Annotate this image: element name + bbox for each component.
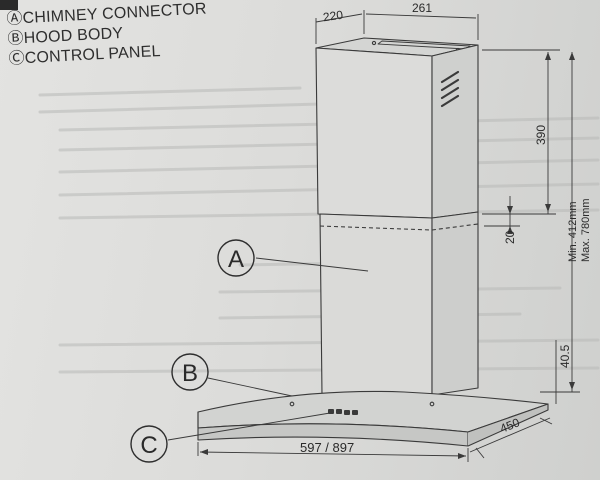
callout-b-circle [171, 353, 209, 391]
lower-chimney-front [319, 213, 433, 396]
dim-chimney-width: 261 [412, 1, 432, 15]
callout-b-leader [207, 377, 293, 397]
callout-a-letter: A [228, 246, 244, 273]
dim-canopy-width: 597 / 897 [300, 440, 354, 455]
dim-height-min: Min. 412mm [567, 201, 579, 262]
dim-chimney-depth: 220 [322, 8, 344, 25]
side-vent-slots [440, 70, 460, 108]
upper-chimney-side [431, 44, 479, 219]
dim-height-max: Max. 780mm [580, 198, 592, 262]
callout-c-letter: C [140, 432, 157, 459]
callout-a-leader [255, 257, 369, 272]
dim-overlap: 20 [503, 230, 517, 244]
overlap-dashed-line [319, 223, 479, 231]
callout-c-leader [167, 412, 331, 441]
dim-upper-height: 390 [534, 125, 548, 145]
dim-canopy-height: 40.5 [558, 344, 572, 368]
page-tab-marker [0, 0, 18, 10]
callout-a-circle [217, 239, 255, 277]
callout-b-letter: B [182, 360, 198, 387]
callout-c-circle [130, 425, 168, 463]
lower-chimney-side [431, 211, 479, 396]
upper-chimney-front [315, 47, 433, 219]
